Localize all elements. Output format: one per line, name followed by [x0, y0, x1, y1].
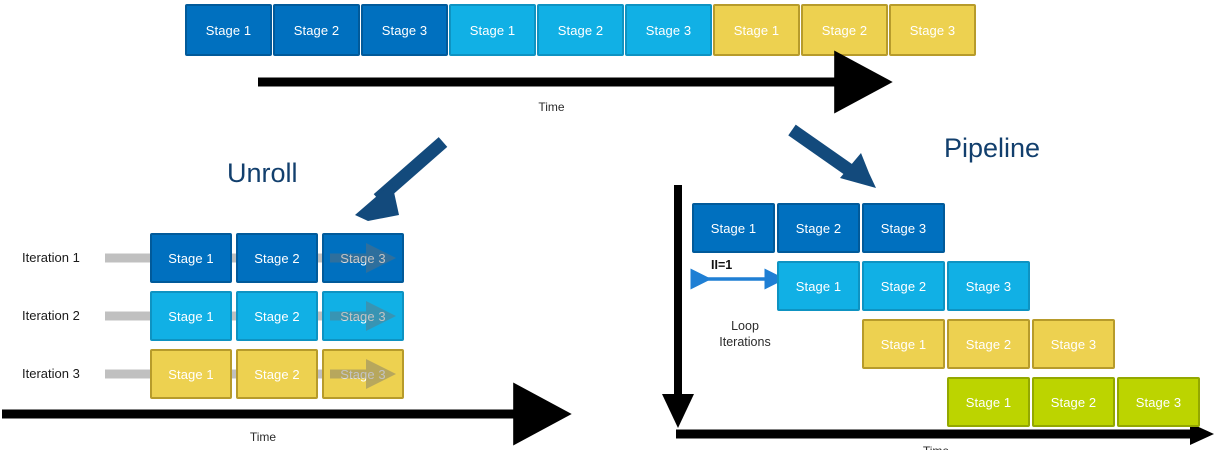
stage-label: Stage 3	[880, 220, 927, 236]
stage-label: Stage 3	[965, 278, 1012, 294]
loop-iterations-label-line1: Loop	[731, 319, 759, 333]
stage-label: Stage 1	[168, 366, 214, 382]
unroll-stage-box: Stage 1	[150, 349, 232, 399]
unroll-iteration-label: Iteration 3	[22, 366, 80, 381]
pipeline-time-label: Time	[676, 444, 1196, 450]
unroll-title: Unroll	[227, 158, 298, 188]
loop-iterations-label: Loop Iterations	[690, 318, 800, 350]
stage-label: Stage 3	[381, 22, 428, 38]
sequential-stage-box: Stage 3	[889, 4, 976, 56]
stage-label: Stage 1	[710, 220, 757, 236]
pipeline-stage-box: Stage 2	[862, 261, 945, 311]
unroll-stage-box: Stage 2	[236, 291, 318, 341]
unroll-iteration-label: Iteration 2	[22, 308, 80, 323]
pipeline-stage-box: Stage 1	[777, 261, 860, 311]
unroll-time-label: Time	[249, 430, 277, 444]
unroll-stage-box: Stage 2	[236, 233, 318, 283]
unroll-stage-box: Stage 1	[150, 291, 232, 341]
sequential-stage-box: Stage 1	[713, 4, 800, 56]
pipeline-stage-box: Stage 3	[1117, 377, 1200, 427]
unroll-stage-box: Stage 2	[236, 349, 318, 399]
pipeline-stage-box: Stage 2	[777, 203, 860, 253]
ii-label: II=1	[711, 258, 733, 272]
stage-label: Stage 3	[645, 22, 692, 38]
unroll-stage-box: Stage 1	[150, 233, 232, 283]
stage-label: Stage 2	[1050, 394, 1097, 410]
pipeline-stage-box: Stage 3	[947, 261, 1030, 311]
stage-label: Stage 2	[557, 22, 604, 38]
stage-label: Stage 2	[293, 22, 340, 38]
pipeline-stage-box: Stage 3	[1032, 319, 1115, 369]
stage-label: Stage 2	[254, 308, 300, 324]
stage-label: Stage 3	[340, 366, 386, 382]
stage-label: Stage 3	[340, 250, 386, 266]
stage-label: Stage 1	[168, 308, 214, 324]
stage-label: Stage 1	[795, 278, 842, 294]
sequential-stage-box: Stage 1	[449, 4, 536, 56]
loop-iterations-label-line2: Iterations	[719, 335, 771, 349]
pipeline-stage-box: Stage 1	[692, 203, 775, 253]
stage-label: Stage 3	[1050, 336, 1097, 352]
pipeline-title: Pipeline	[944, 133, 1041, 163]
stage-label: Stage 2	[821, 22, 868, 38]
stage-label: Stage 2	[795, 220, 842, 236]
stage-label: Stage 1	[168, 250, 214, 266]
unroll-iteration-label: Iteration 1	[22, 250, 80, 265]
pipeline-stage-box: Stage 3	[862, 203, 945, 253]
stage-label: Stage 1	[733, 22, 780, 38]
sequential-stage-box: Stage 3	[361, 4, 448, 56]
stage-label: Stage 3	[1135, 394, 1182, 410]
stage-label: Stage 3	[909, 22, 956, 38]
pipeline-stage-box: Stage 2	[1032, 377, 1115, 427]
stage-label: Stage 2	[880, 278, 927, 294]
unroll-stage-box: Stage 3	[322, 233, 404, 283]
unroll-stage-box: Stage 3	[322, 291, 404, 341]
sequential-stage-box: Stage 3	[625, 4, 712, 56]
pipeline-stage-box: Stage 1	[862, 319, 945, 369]
sequential-stage-box: Stage 2	[273, 4, 360, 56]
sequential-time-label: Time	[538, 100, 565, 114]
stage-label: Stage 1	[205, 22, 252, 38]
stage-label: Stage 2	[965, 336, 1012, 352]
pipeline-stage-box: Stage 1	[947, 377, 1030, 427]
stage-label: Stage 1	[965, 394, 1012, 410]
sequential-stage-box: Stage 1	[185, 4, 272, 56]
sequential-stage-box: Stage 2	[537, 4, 624, 56]
stage-label: Stage 3	[340, 308, 386, 324]
pipeline-stage-box: Stage 2	[947, 319, 1030, 369]
stage-label: Stage 2	[254, 366, 300, 382]
stage-label: Stage 2	[254, 250, 300, 266]
stage-label: Stage 1	[880, 336, 927, 352]
stage-label: Stage 1	[469, 22, 516, 38]
unroll-stage-box: Stage 3	[322, 349, 404, 399]
